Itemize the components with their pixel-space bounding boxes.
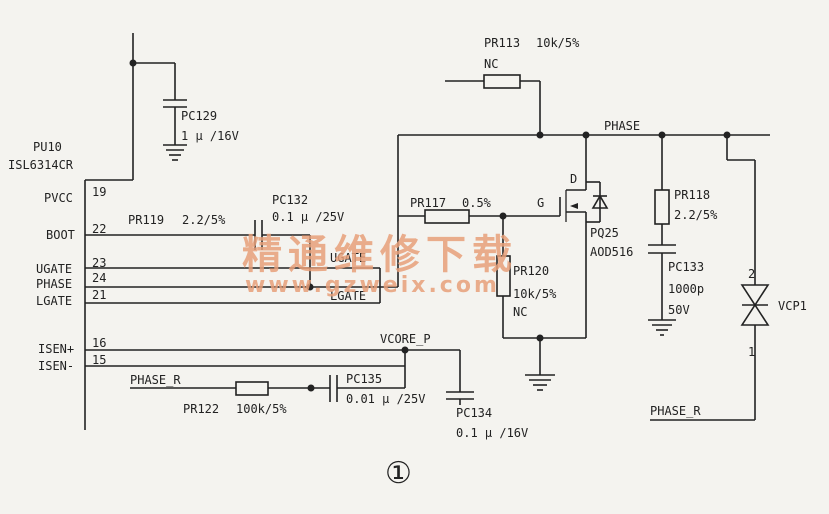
gate-traces: UGATE LGATE: [85, 134, 540, 304]
pr120-ref: PR120: [513, 264, 549, 278]
pc133-ref: PC133: [668, 260, 704, 274]
pq25-drain-label: D: [570, 172, 577, 186]
pr119-value: 2.2/5%: [182, 213, 226, 227]
pin-num-15: 15: [92, 353, 106, 367]
pc134-value: 0.1 μ /16V: [456, 426, 528, 440]
pvcc-network: PC129 1 μ /16V: [129, 33, 239, 180]
pin-name-ugate: UGATE: [36, 262, 72, 276]
pr119-ref: PR119: [128, 213, 164, 227]
pin-num-21: 21: [92, 288, 106, 302]
pr117: PR117 0.5%: [410, 196, 560, 224]
boot-network: PR119 2.2/5% PC132 0.1 μ /25V: [85, 193, 344, 291]
pin-name-isen-plus: ISEN+: [38, 342, 74, 356]
net-lgate-label: LGATE: [330, 289, 366, 303]
vcp1-pin-bottom: 1: [748, 345, 755, 359]
ic-pu10: PU10 ISL6314CR: [8, 140, 133, 430]
watermark: 精通维修下载 www.gzweix.com: [242, 232, 518, 298]
pr120: PR120 10k/5% NC: [496, 216, 586, 342]
vcp1: 2 1 VCP1 PHASE_R: [650, 135, 807, 421]
pc135-value: 0.01 μ /25V: [346, 392, 425, 406]
net-vcore-p-label: VCORE_P: [380, 332, 431, 346]
ground-mosfet: [525, 338, 555, 391]
pr122-ref: PR122: [183, 402, 219, 416]
pin-num-22: 22: [92, 222, 106, 236]
pin-num-19: 19: [92, 185, 106, 199]
pin-name-pvcc: PVCC: [44, 191, 73, 205]
pin-num-24: 24: [92, 271, 106, 285]
pin-num-23: 23: [92, 256, 106, 270]
pr118-ref: PR118: [674, 188, 710, 202]
pc132-ref: PC132: [272, 193, 308, 207]
pin-name-phase: PHASE: [36, 277, 72, 291]
pr120-note: NC: [513, 305, 527, 319]
pr113-ref: PR113: [484, 36, 520, 50]
watermark-title: 精通维修下载: [242, 232, 518, 278]
pr113-value: 10k/5%: [536, 36, 580, 50]
pq25-ref: PQ25: [590, 226, 619, 240]
pin-name-isen-minus: ISEN-: [38, 359, 74, 373]
vcp1-pin-top: 2: [748, 267, 755, 281]
pc133-value2: 50V: [668, 303, 690, 317]
vcp1-ref: VCP1: [778, 299, 807, 313]
net-phase-r-right-label: PHASE_R: [650, 404, 701, 418]
net-ugate-label: UGATE: [330, 251, 366, 265]
net-phase-label: PHASE: [604, 119, 640, 133]
pr113: PR113 10k/5% NC: [445, 36, 580, 135]
ic-pins: PVCC 19 BOOT 22 UGATE 23 PHASE 24 LGATE …: [36, 185, 106, 373]
pq25-mosfet: G D PQ25 AOD516: [537, 135, 633, 338]
pr117-value: 0.5%: [462, 196, 492, 210]
pc129-ref: PC129: [181, 109, 217, 123]
pr113-note: NC: [484, 57, 498, 71]
snubber-network: PR118 2.2/5% PC133 1000p 50V: [648, 135, 718, 336]
pr117-ref: PR117: [410, 196, 446, 210]
net-phase-r-left-label: PHASE_R: [130, 373, 181, 387]
pin-name-lgate: LGATE: [36, 294, 72, 308]
pc135-ref: PC135: [346, 372, 382, 386]
phase-rail: PHASE: [536, 119, 770, 139]
pc132-value: 0.1 μ /25V: [272, 210, 344, 224]
isen-network: VCORE_P PHASE_R PR122 100k/5% PC135 0.01…: [85, 332, 528, 440]
pc133-value1: 1000p: [668, 282, 704, 296]
pq25-gate-label: G: [537, 196, 544, 210]
pr120-value: 10k/5%: [513, 287, 557, 301]
pr122-value: 100k/5%: [236, 402, 287, 416]
watermark-url: www.gzweix.com: [245, 273, 500, 298]
pc134-ref: PC134: [456, 406, 492, 420]
pin-num-16: 16: [92, 336, 106, 350]
pr118-value: 2.2/5%: [674, 208, 718, 222]
pc129-value: 1 μ /16V: [181, 129, 239, 143]
ic-part-label: ISL6314CR: [8, 158, 74, 172]
pq25-part: AOD516: [590, 245, 633, 259]
figure-number: ①: [385, 456, 412, 491]
ic-ref-label: PU10: [33, 140, 62, 154]
pin-name-boot: BOOT: [46, 228, 75, 242]
